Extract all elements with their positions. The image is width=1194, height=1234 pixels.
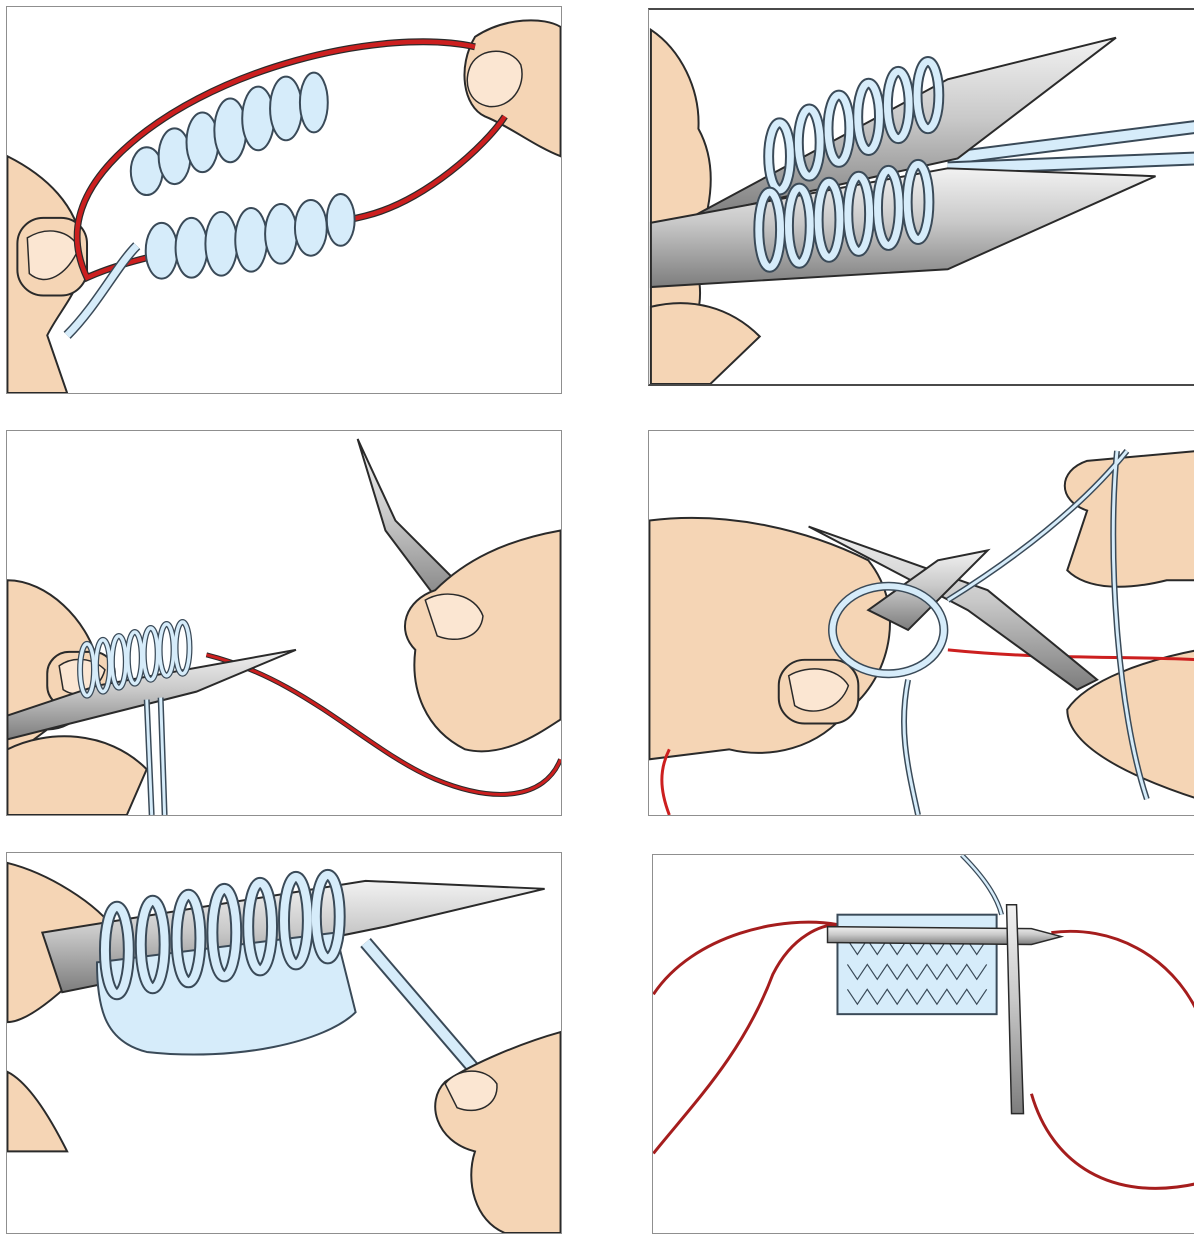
step-2-panel [648, 8, 1194, 386]
yarn-tails [147, 698, 165, 815]
step-1-illustration [7, 7, 561, 393]
step-3-panel [6, 430, 562, 816]
step-4-illustration [649, 431, 1194, 815]
step-5-illustration [7, 853, 561, 1233]
right-hand [1065, 451, 1194, 799]
working-yarn [962, 855, 1002, 915]
step-3-illustration [7, 431, 561, 815]
right-hand [464, 20, 560, 156]
right-hand [435, 1032, 560, 1233]
step-6-panel [652, 854, 1194, 1234]
left-hand [7, 863, 116, 1151]
working-yarn [366, 943, 485, 1082]
step-1-panel [6, 6, 562, 394]
left-hand [649, 518, 890, 759]
step-6-illustration [653, 855, 1194, 1233]
step-5-panel [6, 852, 562, 1234]
left-hand [7, 156, 87, 393]
step-2-illustration [649, 10, 1194, 384]
cast-on-loops [131, 73, 355, 279]
step-4-panel [648, 430, 1194, 816]
